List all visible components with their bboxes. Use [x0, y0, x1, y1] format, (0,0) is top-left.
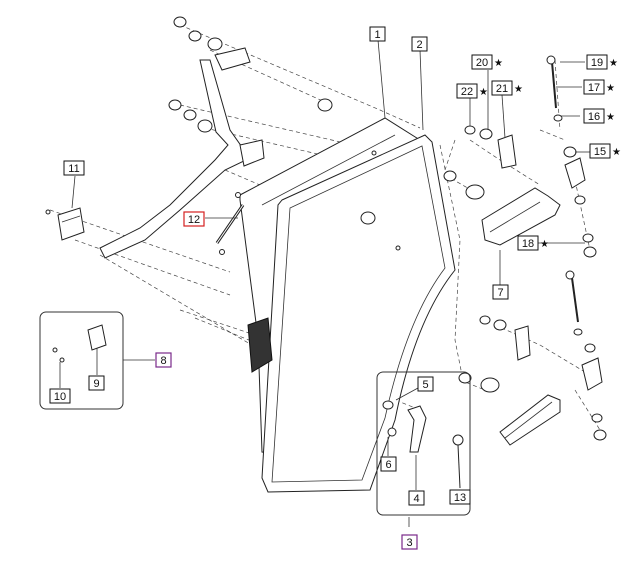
callout-3-text: 3	[406, 537, 412, 549]
callout-10-text: 10	[54, 391, 66, 403]
star-icon: ★	[494, 58, 503, 69]
callout-2-text: 2	[416, 39, 422, 51]
latch-11	[45, 207, 85, 241]
star-icon: ★	[612, 147, 621, 158]
callout-1: 1	[369, 26, 386, 42]
callout-9: 9	[88, 375, 105, 391]
callout-2: 2	[411, 36, 428, 52]
callout-10: 10	[49, 388, 71, 404]
star-icon: ★	[609, 58, 618, 69]
callout-20: 20 ★	[471, 54, 503, 70]
callout-8: 8	[155, 352, 172, 368]
gas-strut-12	[215, 192, 245, 255]
star-icon: ★	[606, 83, 615, 94]
star-icon: ★	[514, 84, 523, 95]
callout-18: 18 ★	[517, 235, 549, 251]
callout-17-text: 17	[588, 82, 600, 94]
callout-13: 13	[449, 489, 471, 505]
callout-20-text: 20	[476, 57, 488, 69]
callout-3: 3	[401, 534, 418, 550]
callout-16: 16 ★	[583, 108, 615, 124]
callout-19-text: 19	[591, 57, 603, 69]
callout-4-text: 4	[413, 493, 419, 505]
kit-8-frame	[39, 311, 124, 410]
lock-9	[52, 324, 107, 388]
glass-hinge-pad	[247, 317, 273, 373]
callout-18-text: 18	[522, 238, 534, 250]
callout-19: 19 ★	[586, 54, 618, 70]
callout-12: 12	[183, 211, 205, 227]
callout-11: 11	[63, 160, 85, 176]
callout-15-text: 15	[594, 146, 606, 158]
callout-7: 7	[492, 284, 509, 300]
callout-6-text: 6	[385, 459, 391, 471]
callout-8-text: 8	[160, 355, 166, 367]
star-icon: ★	[479, 87, 488, 98]
callout-5-text: 5	[422, 379, 428, 391]
callout-6: 6	[380, 456, 397, 472]
callout-21: 21 ★	[491, 80, 523, 96]
star-icon: ★	[606, 112, 615, 123]
upper-hinge-7	[443, 55, 597, 258]
callout-4: 4	[408, 490, 425, 506]
handle-4	[382, 387, 427, 490]
callout-17: 17 ★	[583, 79, 615, 95]
callout-22-text: 22	[461, 86, 473, 98]
callout-1-text: 1	[374, 29, 380, 41]
key-13	[452, 434, 464, 489]
washer-top	[317, 98, 333, 112]
callout-21-text: 21	[496, 83, 508, 95]
stay-rod	[99, 16, 265, 259]
leader-lines	[71, 39, 590, 527]
callout-15: 15 ★	[589, 143, 621, 159]
callout-16-text: 16	[588, 111, 600, 123]
callout-13-text: 13	[454, 492, 466, 504]
kit-3-frame	[376, 371, 471, 516]
star-icon: ★	[540, 239, 549, 250]
lower-hinge	[458, 270, 607, 446]
washer-mid	[360, 211, 376, 225]
callout-12-text: 12	[188, 214, 200, 226]
callout-7-text: 7	[497, 287, 503, 299]
callout-22: 22 ★	[456, 83, 488, 99]
door-seal	[261, 134, 456, 493]
callout-5: 5	[417, 376, 434, 392]
callout-11-text: 11	[68, 163, 79, 175]
callout-9-text: 9	[93, 378, 99, 390]
